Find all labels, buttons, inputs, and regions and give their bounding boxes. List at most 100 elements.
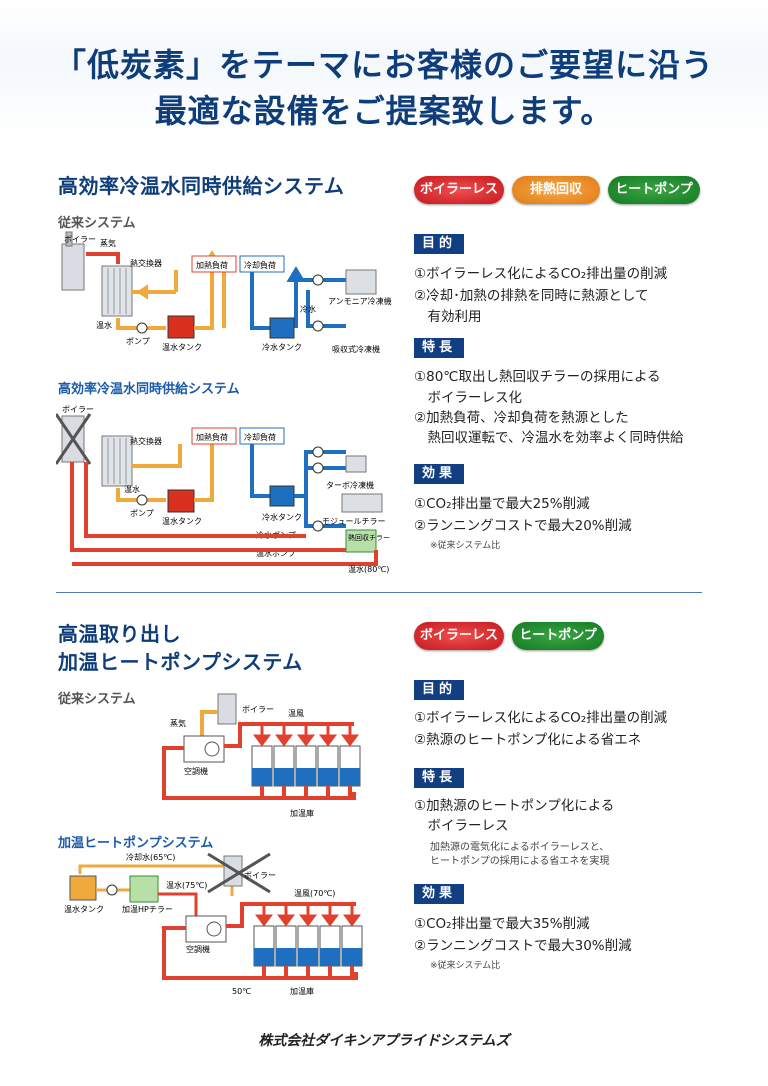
section2-note: ※従来システム比 (430, 961, 501, 971)
section1-feature-3: ②加熱負荷、冷却負荷を熱源とした (414, 410, 629, 426)
label-drain-water: 冷却水(65℃) (126, 852, 175, 862)
label-boiler: ボイラー (244, 871, 276, 880)
label-air-handler: 空調機 (184, 766, 208, 776)
turbo-chiller (345, 455, 367, 473)
label-modular: モジュールチラー (322, 517, 385, 526)
section2-title-line1: 高温取り出し (58, 622, 181, 646)
section2-feature-note-2: ヒートポンプの採用による省エネを実現 (430, 856, 610, 867)
badge-heat-recovery: 排熱回収 (512, 176, 600, 204)
section1-effect-label: 効果 (414, 464, 465, 484)
section1-purpose-label: 目的 (414, 234, 465, 254)
label-warming-room: 加温庫 (290, 986, 314, 996)
label-warming-room: 加温庫 (290, 808, 314, 818)
label-heat-recovery-chiller: 熱回収チラー (348, 533, 390, 542)
label-steam: 蒸気 (100, 238, 116, 248)
section2-feature-label: 特長 (414, 768, 465, 788)
section2-title-line2: 加温ヒートポンプシステム (58, 650, 303, 674)
label-heating-load: 加熱負荷 (196, 432, 228, 442)
warming-room-units (251, 745, 361, 787)
label-hot-air-70: 温風(70℃) (294, 889, 335, 898)
section1-improved-label: 高効率冷温水同時供給システム (58, 382, 240, 397)
label-temp-50: 50℃ (232, 987, 251, 996)
label-absorption: 吸収式冷凍機 (332, 344, 380, 354)
section2-conventional-label: 従来システム (58, 692, 136, 707)
label-pump: ポンプ (130, 509, 154, 518)
label-cooling-load: 冷却負荷 (244, 260, 276, 270)
section2-effect-label: 効果 (414, 884, 465, 904)
heat-recovery-chiller (345, 529, 377, 553)
crossed-out-boiler (56, 413, 92, 465)
label-cooling-load: 冷却負荷 (244, 432, 276, 442)
section2-feature-1: ①加熱源のヒートポンプ化による (414, 798, 615, 814)
section1-purpose-1: ①ボイラーレス化によるCO₂排出量の削減 (414, 266, 668, 282)
boiler-unit (217, 693, 237, 725)
label-heating-load: 加熱負荷 (196, 260, 228, 270)
section2-conventional-diagram: ボイラー 蒸気 空調機 温風 加温庫 (162, 693, 361, 818)
label-hot-water: 温水 (96, 320, 112, 330)
label-hot-air: 温風 (288, 709, 304, 718)
label-boiler: ボイラー (64, 235, 96, 244)
label-cold-tank: 冷水タンク (262, 342, 302, 352)
label-hot-tank: 温水タンク (162, 516, 202, 526)
badge-heat-pump: ヒートポンプ (608, 176, 700, 204)
label-pump: ポンプ (126, 337, 150, 346)
hp-chiller (129, 875, 159, 903)
warming-room-units (253, 925, 363, 967)
hot-water-tank (167, 489, 195, 513)
label-steam: 蒸気 (170, 718, 186, 728)
hot-water-tank (69, 875, 97, 901)
section1-effect-2: ②ランニングコストで最大20%削減 (414, 518, 632, 534)
label-hot-tank: 温水タンク (162, 342, 202, 352)
section1-conventional-label: 従来システム (58, 216, 136, 231)
section1-title: 高効率冷温水同時供給システム (58, 174, 345, 198)
heat-exchanger (101, 265, 133, 317)
label-air-handler: 空調機 (186, 944, 210, 954)
headline-line-1: 「低炭素」をテーマにお客様のご要望に沿う (53, 46, 714, 84)
section2-purpose-1: ①ボイラーレス化によるCO₂排出量の削減 (414, 710, 668, 726)
section1-feature-label: 特長 (414, 338, 465, 358)
boiler-unit (61, 231, 85, 291)
section2-feature-note-1: 加熱源の電気化によるボイラーレスと、 (430, 842, 610, 853)
label-boiler: ボイラー (242, 705, 274, 714)
label-hot-water-75: 温水(75℃) (166, 880, 207, 890)
label-turbo: ターボ冷凍機 (326, 480, 374, 490)
section2-effect-1: ①CO₂排出量で最大35%削減 (414, 916, 590, 932)
section1-conventional-diagram: ボイラー 蒸気 熱交換器 温水 ポンプ 温水タンク 加熱負荷 冷却負荷 冷水タン… (61, 231, 392, 354)
heat-exchanger (101, 435, 133, 487)
section2-feature-2: ボイラーレス (414, 818, 509, 834)
section1-purpose-2: ②冷却･加熱の排熱を同時に熱源として (414, 288, 649, 304)
label-hp-chiller: 加温HPチラー (122, 904, 173, 914)
crossed-out-boiler (207, 852, 271, 894)
label-ammonia: アンモニア冷凍機 (328, 296, 392, 306)
label-heat-exchanger: 熱交換器 (130, 436, 162, 446)
label-heat-exchanger: 熱交換器 (130, 258, 162, 268)
section2-improved-diagram: 冷却水(65℃) 温水タンク 加温HPチラー 温水(75℃) ボイラー 空調機 … (64, 852, 363, 996)
badge-heat-pump: ヒートポンプ (512, 622, 604, 650)
headline-line-2: 最適な設備をご提案致します。 (154, 92, 614, 130)
ammonia-chiller (345, 269, 377, 295)
cold-water-tank (269, 317, 295, 339)
section1-feature-2: ボイラーレス化 (414, 390, 522, 406)
section1-feature-4: 熱回収運転で、冷温水を効率よく同時供給 (414, 430, 684, 446)
label-hot-water: 温水 (124, 484, 140, 494)
section1-improved-diagram: ボイラー 熱交換器 温水 ポンプ 温水タンク 加熱負荷 冷却負荷 冷水タンク タ… (56, 405, 390, 574)
modular-chiller (341, 493, 383, 513)
label-boiler: ボイラー (62, 405, 94, 414)
badge-boilerless: ボイラーレス (414, 176, 504, 204)
section2-purpose-label: 目的 (414, 680, 465, 700)
section2-improved-label: 加温ヒートポンプシステム (58, 836, 214, 851)
hot-water-tank (167, 315, 195, 339)
section1-feature-1: ①80℃取出し熱回収チラーの採用による (414, 369, 661, 385)
section1-purpose-3: 有効利用 (414, 309, 482, 325)
section-divider (56, 592, 702, 593)
section2-purpose-2: ②熱源のヒートポンプ化による省エネ (414, 732, 642, 748)
section1-note: ※従来システム比 (430, 541, 501, 551)
label-hot-water-80: 温水(80℃) (348, 564, 389, 574)
label-cold-water: 冷水 (300, 304, 316, 314)
label-hot-pump: 温水ポンプ (256, 548, 296, 558)
cold-water-tank (269, 485, 295, 507)
section1-effect-1: ①CO₂排出量で最大25%削減 (414, 496, 590, 512)
company-name: 株式会社ダイキンアプライドシステムズ (258, 1033, 510, 1049)
label-cold-tank: 冷水タンク (262, 512, 302, 522)
